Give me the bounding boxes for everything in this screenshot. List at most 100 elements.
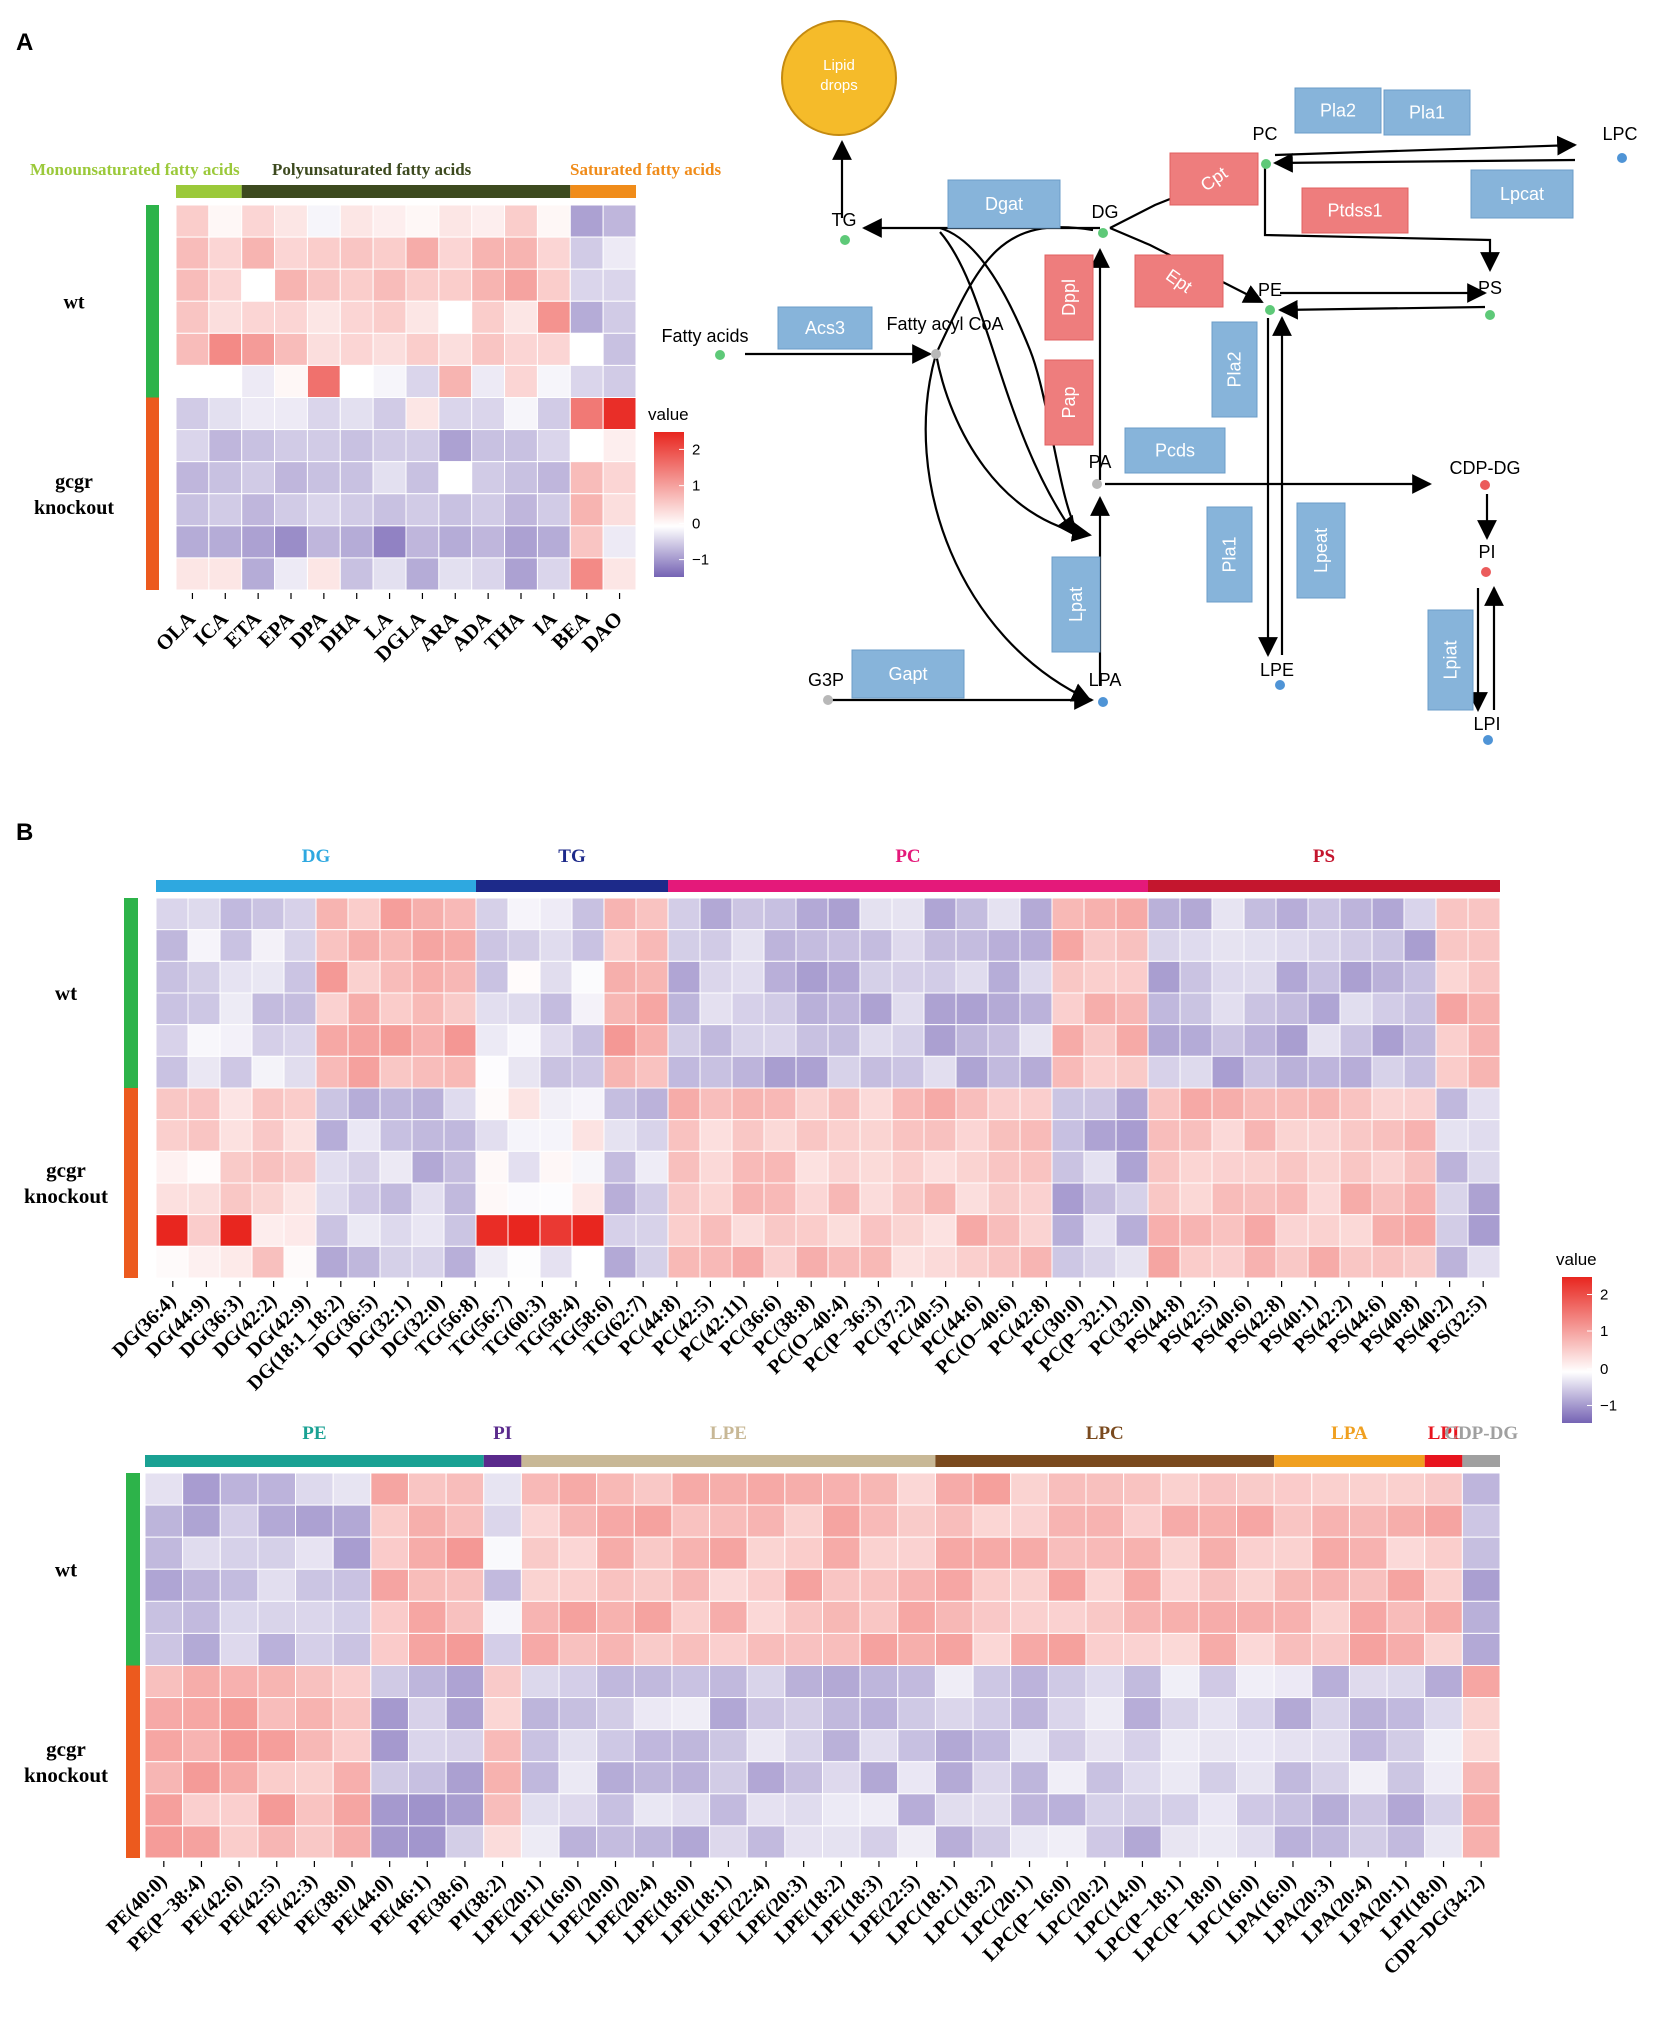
heatmap-cell	[1311, 1793, 1350, 1827]
heatmap-cell	[972, 1632, 1012, 1666]
heatmap-cell	[859, 1472, 899, 1506]
node-label-lpa: LPA	[1089, 670, 1122, 690]
heatmap-cell	[569, 525, 604, 559]
heatmap-cell	[1307, 960, 1341, 994]
heatmap-cell	[571, 1245, 605, 1279]
heatmap-cell	[1019, 1087, 1053, 1121]
heatmap-cell	[182, 1665, 221, 1699]
heatmap-cell	[955, 1055, 989, 1089]
heatmap-cell	[972, 1472, 1012, 1506]
heatmap-cell	[1083, 1150, 1117, 1184]
heatmap-cell	[1179, 1245, 1213, 1279]
heatmap-cell	[859, 929, 893, 962]
heatmap-cell	[699, 992, 733, 1026]
heatmap-cell	[536, 204, 571, 238]
heatmap-cell	[536, 268, 571, 302]
column-group-label: PI	[493, 1423, 512, 1444]
heatmap-cell	[671, 1504, 711, 1538]
heatmap-cell	[746, 1665, 786, 1699]
heatmap-cell	[763, 1245, 797, 1279]
heatmap-cell	[1051, 897, 1085, 931]
heatmap-cell	[923, 1087, 957, 1121]
heatmap-cell	[671, 1472, 711, 1506]
heatmap-cell	[274, 429, 308, 463]
node-dot	[1485, 310, 1495, 320]
heatmap-cell	[241, 204, 276, 238]
heatmap-cell	[372, 236, 407, 270]
enzyme-acs3-label: Acs3	[805, 318, 845, 338]
heatmap-cell	[1403, 1087, 1437, 1121]
heatmap-cell	[379, 1182, 413, 1216]
heatmap-cell	[667, 960, 701, 994]
heatmap-cell	[633, 1825, 673, 1859]
lipid-drops-label: Lipid	[823, 57, 855, 74]
heatmap-cell	[175, 429, 210, 463]
heatmap-cell	[1339, 992, 1373, 1026]
heatmap-cell	[1461, 1632, 1501, 1666]
row-label-ko: gcgr	[46, 1737, 86, 1761]
heatmap-cell	[445, 1665, 485, 1699]
heatmap-cell	[339, 493, 374, 527]
heatmap-cell	[187, 1245, 221, 1279]
heatmap-cell	[972, 1793, 1012, 1827]
heatmap-cell	[1179, 1150, 1213, 1184]
column-group-label: TG	[558, 846, 586, 867]
heatmap-cell	[596, 1536, 635, 1570]
heatmap-cell	[795, 1024, 829, 1057]
heatmap-cell	[443, 1214, 477, 1247]
heatmap-cell	[471, 493, 506, 527]
heatmap-cell	[731, 1214, 765, 1247]
heatmap-cell	[370, 1697, 409, 1731]
heatmap-cell	[1467, 1214, 1501, 1247]
heatmap-cell	[295, 1568, 334, 1602]
heatmap-cell	[1371, 1150, 1405, 1184]
heatmap-cell	[923, 1150, 957, 1184]
node-label-pa: PA	[1089, 452, 1112, 472]
heatmap-cell	[709, 1504, 748, 1538]
heatmap-cell	[507, 1150, 541, 1184]
heatmap-cell	[1275, 1055, 1309, 1089]
heatmap-cell	[257, 1697, 297, 1731]
heatmap-cell	[746, 1632, 786, 1666]
row-group-bar	[126, 1473, 140, 1666]
heatmap-cell	[1243, 1182, 1277, 1216]
heatmap-cell	[633, 1793, 673, 1827]
heatmap-cell	[1307, 1150, 1341, 1184]
heatmap-cell	[1051, 1245, 1085, 1279]
heatmap-cell	[699, 1214, 733, 1247]
heatmap-cell	[569, 332, 604, 366]
heatmap-cell	[1147, 1245, 1181, 1279]
heatmap-cell	[347, 897, 381, 931]
heatmap-cell	[241, 429, 276, 463]
heatmap-cell	[603, 992, 637, 1026]
heatmap-cell	[155, 1055, 189, 1089]
heatmap-cell	[1083, 1245, 1117, 1279]
heatmap-cell	[596, 1472, 635, 1506]
heatmap-cell	[1435, 1119, 1469, 1152]
heatmap-cell	[1019, 1024, 1053, 1057]
node-label-dg: DG	[1092, 202, 1119, 222]
heatmap-cell	[471, 429, 506, 463]
heatmap-cell	[987, 1214, 1021, 1247]
heatmap-cell	[295, 1697, 334, 1731]
heatmap-cell	[370, 1665, 409, 1699]
heatmap-cell	[443, 1024, 477, 1057]
heatmap-cell	[208, 300, 243, 334]
heatmap-cell	[332, 1793, 372, 1827]
heatmap-cell	[1085, 1793, 1125, 1827]
heatmap-cell	[731, 929, 765, 962]
heatmap-cell	[987, 1150, 1021, 1184]
enzyme-lpat-label: Lpat	[1066, 587, 1086, 622]
column-group-bar	[156, 880, 476, 892]
heatmap-cell	[569, 236, 604, 270]
heatmap-cell	[507, 1087, 541, 1121]
heatmap-cell	[558, 1504, 598, 1538]
heatmap-cell	[411, 1055, 445, 1089]
node-dot	[1481, 567, 1491, 577]
heatmap-cell	[347, 1055, 381, 1089]
heatmap-cell	[332, 1472, 372, 1506]
heatmap-cell	[897, 1761, 936, 1795]
heatmap-cell	[635, 960, 669, 994]
heatmap-cell	[699, 1055, 733, 1089]
heatmap-cell	[438, 461, 473, 495]
